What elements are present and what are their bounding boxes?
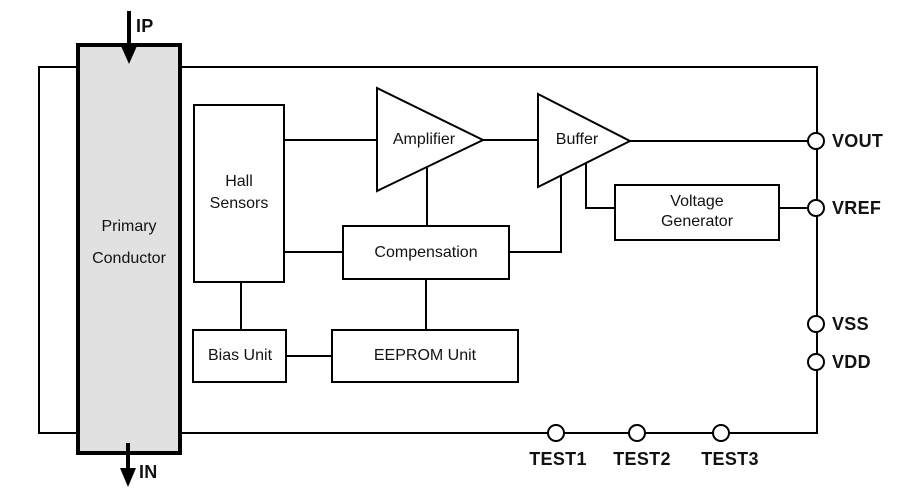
bias-unit-label: Bias Unit [207,347,273,364]
vss-pin-circle [807,315,825,333]
vss-pin-label: VSS [832,314,869,334]
hall-sensors-label-line2: Sensors [209,195,269,212]
primary-conductor-label-line2: Conductor [92,250,166,267]
ip-label: IP [136,16,154,36]
buffer-label: Buffer [555,131,599,148]
test1-pin-label: TEST1 [529,449,587,469]
voltage-generator-label-line2: Generator [660,213,734,230]
vdd-pin-label: VDD [832,352,871,372]
buffer-triangle [537,92,633,189]
test3-pin-label: TEST3 [701,449,759,469]
test2-pin-label: TEST2 [613,449,671,469]
compensation-box [342,225,510,280]
compensation-label: Compensation [374,244,478,261]
vref-pin-circle [807,199,825,217]
amplifier-label: Amplifier [392,131,456,148]
voltage-generator-label-line1: Voltage [670,193,724,210]
in-label: IN [139,462,158,482]
vref-pin-label: VREF [832,198,882,218]
ip-arrow-head-icon [121,46,137,64]
vdd-pin-circle [807,353,825,371]
vout-pin-label: VOUT [832,131,884,151]
primary-conductor-bar [76,43,182,455]
in-arrow-head-icon [120,468,136,487]
primary-conductor-label-line1: Primary [101,218,157,235]
test3-pin-circle [712,424,730,442]
test1-pin-circle [547,424,565,442]
hall-sensors-label-line1: Hall [225,173,253,190]
eeprom-unit-box [331,329,519,383]
vout-pin-circle [807,132,825,150]
bias-unit-box [192,329,287,383]
ic-boundary [38,66,818,434]
voltage-generator-box [614,184,780,241]
eeprom-unit-label: EEPROM Unit [373,347,477,364]
test2-pin-circle [628,424,646,442]
amplifier-triangle [376,86,486,193]
hall-sensors-box [193,104,285,283]
